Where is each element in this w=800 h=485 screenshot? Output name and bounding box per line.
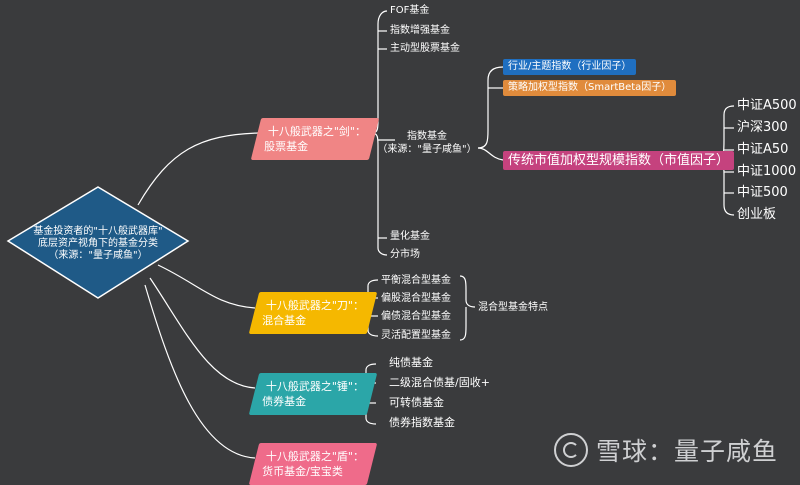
mixed-feature: 混合型基金特点 — [478, 302, 548, 313]
stock-item-market: 分市场 — [390, 249, 420, 260]
index-fund-source: （来源："量子咸鱼"） — [377, 144, 477, 155]
mixed-item-flexible: 灵活配置型基金 — [381, 330, 451, 341]
branch-bond-line-1: 十八般武器之"锤"： — [265, 380, 364, 393]
branch-stock: 十八般武器之"剑"： 股票基金 — [250, 118, 380, 160]
index-type-smartbeta: 策略加权型指数（SmartBeta因子） — [503, 80, 677, 96]
branch-money-line-2: 货币基金/宝宝类 — [262, 465, 343, 478]
root-line-1: 基金投资者的"十八般武器库" — [33, 226, 163, 237]
branch-mixed: 十八般武器之"刀"： 混合基金 — [248, 292, 378, 334]
branch-bond-line-2: 债券基金 — [262, 395, 307, 408]
watermark: 雪球 ： 量子咸鱼 — [553, 432, 778, 468]
mixed-item-balanced: 平衡混合型基金 — [381, 275, 451, 286]
bond-item-pure: 纯债基金 — [389, 356, 433, 369]
root-line-2: 底层资产视角下的基金分类 — [38, 238, 158, 249]
stock-item-enhanced-index: 指数增强基金 — [390, 25, 450, 36]
branch-bond: 十八般武器之"锤"： 债券基金 — [248, 373, 378, 415]
branch-stock-line-2: 股票基金 — [264, 140, 309, 153]
size-index-chinext: 创业板 — [737, 207, 777, 222]
index-type-market-cap: 传统市值加权型规模指数（市值因子） — [503, 151, 735, 170]
root-line-3: （来源："量子咸鱼"） — [48, 250, 148, 261]
size-index-a50: 中证A50 — [737, 142, 789, 157]
size-index-1000: 中证1000 — [737, 164, 797, 179]
size-index-a500: 中证A500 — [737, 98, 797, 113]
mixed-item-equity-biased: 偏股混合型基金 — [381, 293, 451, 304]
stock-item-fof: FOF基金 — [390, 5, 430, 16]
branch-mixed-line-1: 十八般武器之"刀"： — [265, 299, 364, 312]
index-type-sector: 行业/主题指数（行业因子） — [503, 59, 637, 75]
branch-stock-line-1: 十八般武器之"剑"： — [267, 125, 366, 138]
watermark-brand: 雪球 — [595, 437, 648, 466]
branch-money: 十八般武器之"盾"： 货币基金/宝宝类 — [248, 443, 378, 485]
index-fund-label: 指数基金 — [407, 131, 447, 142]
size-index-hs300: 沪深300 — [737, 120, 788, 135]
watermark-author: 量子咸鱼 — [673, 437, 778, 466]
bond-item-convertible: 可转债基金 — [389, 396, 444, 409]
stock-item-active: 主动型股票基金 — [390, 43, 460, 54]
bond-item-secondary: 二级混合债基/固收+ — [389, 376, 490, 389]
bond-item-index: 债券指数基金 — [389, 416, 455, 429]
xueqiu-logo-icon — [553, 433, 588, 467]
mixed-item-bond-biased: 偏债混合型基金 — [381, 311, 451, 322]
index-fund-node: 指数基金 （来源："量子咸鱼"） — [372, 130, 482, 156]
stock-item-quant: 量化基金 — [390, 231, 430, 242]
size-index-500: 中证500 — [737, 185, 788, 200]
branch-money-line-1: 十八般武器之"盾"： — [265, 450, 364, 463]
branch-mixed-line-2: 混合基金 — [262, 314, 307, 327]
watermark-sep: ： — [647, 437, 674, 466]
root-node: 基金投资者的"十八般武器库" 底层资产视角下的基金分类 （来源："量子咸鱼"） — [28, 226, 168, 262]
